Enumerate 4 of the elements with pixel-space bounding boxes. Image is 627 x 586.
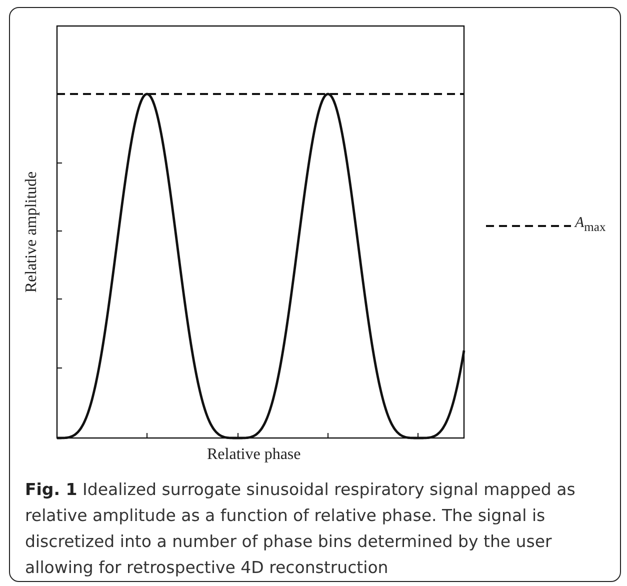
x-axis-label: Relative phase [207,446,301,464]
legend-label: A$_{max}$ [575,215,606,235]
y-axis-label: Relative amplitude [23,171,41,293]
figure-caption: Fig. 1 Idealized surrogate sinusoidal respiratory signal mapped as relative amplitude as a function of relative phase. The signal is discretized into a number of phase bins determined by the user allowing for retrospective 4D reconstruction [25,479,576,579]
